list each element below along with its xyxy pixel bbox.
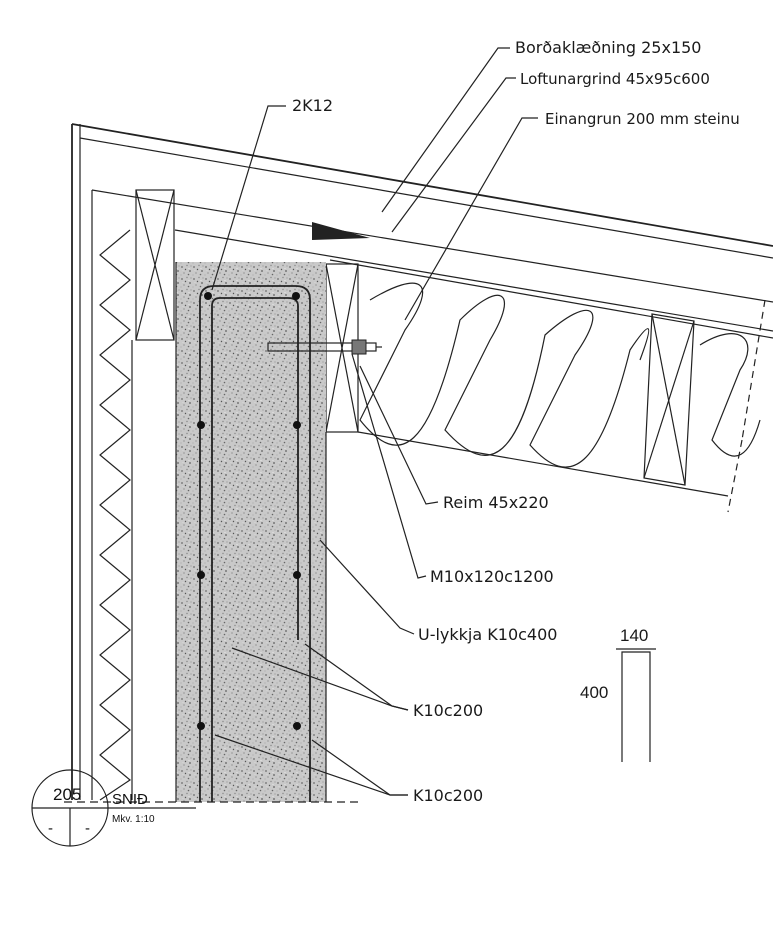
dimension-400: 400 bbox=[580, 683, 608, 702]
rebar-dots bbox=[197, 292, 301, 730]
wall-plate-timber bbox=[135, 189, 175, 341]
leader-lines bbox=[211, 47, 538, 796]
label-reim: Reim 45x220 bbox=[443, 493, 549, 512]
label-u-lykkja: U-lykkja K10c400 bbox=[418, 625, 557, 644]
rebar-u-loops bbox=[199, 285, 311, 802]
section-title: SNIÐ bbox=[112, 791, 148, 808]
rafter-timber bbox=[643, 313, 695, 486]
roof-layers bbox=[71, 123, 773, 513]
section-title-block bbox=[31, 769, 196, 847]
wall-insulation bbox=[99, 229, 132, 801]
label-loftunargrind: Loftunargrind 45x95c600 bbox=[520, 70, 710, 88]
label-k10c200-lower: K10c200 bbox=[413, 786, 483, 805]
slope-arrow bbox=[312, 222, 370, 240]
label-bordaklaedning: Borðaklæðning 25x150 bbox=[515, 38, 701, 57]
section-scale: Mkv. 1:10 bbox=[112, 814, 155, 825]
sheet-ref-left: - bbox=[48, 820, 53, 837]
sheet-ref-right: - bbox=[85, 820, 90, 837]
concrete-wall bbox=[176, 262, 326, 802]
section-number: 205 bbox=[53, 785, 81, 804]
dimension-140: 140 bbox=[620, 626, 648, 645]
bolt-m10 bbox=[267, 339, 382, 355]
label-bolt: M10x120c1200 bbox=[430, 567, 554, 586]
label-2k12: 2K12 bbox=[292, 96, 333, 115]
dimension-sketch bbox=[616, 648, 656, 762]
label-einangrun: Einangrun 200 mm steinu bbox=[545, 110, 740, 128]
label-k10c200-upper: K10c200 bbox=[413, 701, 483, 720]
wall-cladding bbox=[71, 124, 93, 800]
